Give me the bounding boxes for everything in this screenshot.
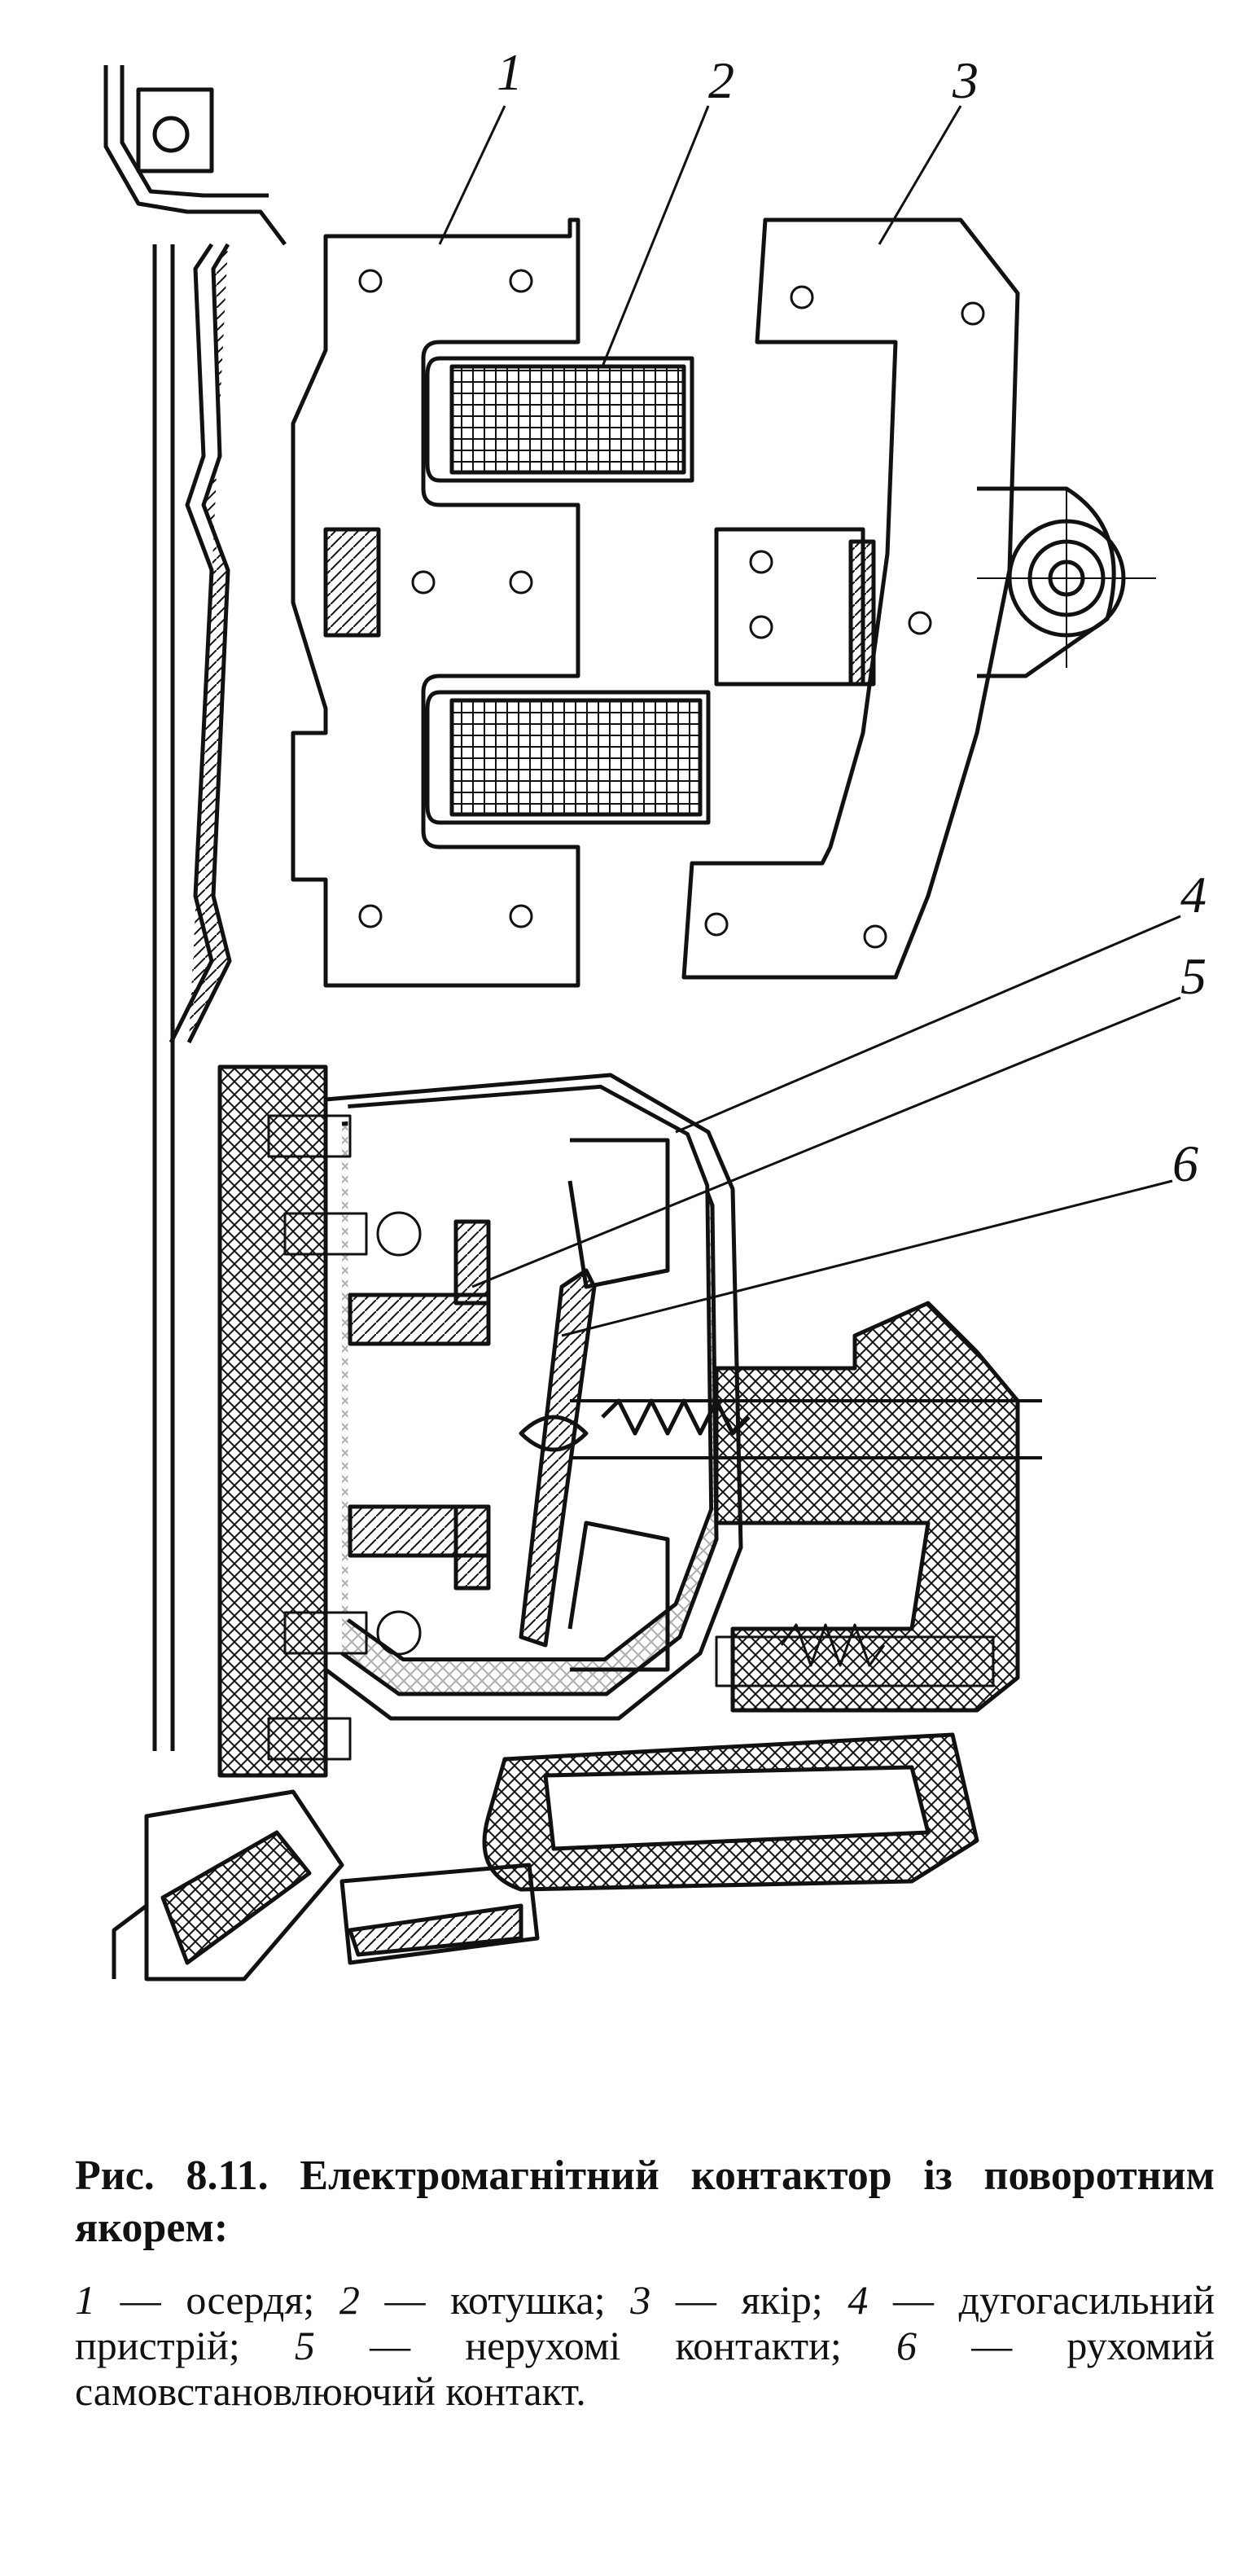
legend-item: 3 — якір; (630, 2277, 823, 2323)
lower-bracket (112, 1789, 540, 1981)
leader-lines (438, 105, 1181, 1337)
fixed-contacts (348, 1138, 670, 1672)
insulating-base (217, 1064, 1020, 1892)
legend-text: осердя; (186, 2277, 315, 2323)
legend-number: 4 (847, 2277, 869, 2323)
caption-title: Рис. 8.11. Електромагнітний контактор із… (75, 2153, 1215, 2251)
mounting-plate (103, 65, 287, 1751)
legend-number: 3 (630, 2277, 651, 2323)
armature (681, 217, 1156, 980)
legend-text: котушка; (450, 2277, 606, 2323)
figure-caption: Рис. 8.11. Електромагнітний контактор із… (75, 2150, 1215, 2414)
callout-2: 2 (708, 51, 734, 109)
legend-number: 5 (294, 2323, 315, 2368)
callout-1: 1 (497, 43, 523, 101)
legend-number: 1 (75, 2277, 95, 2323)
legend-text: рухомий самовстановлюючий контакт. (75, 2323, 1215, 2414)
contactor-drawing: 1 2 3 4 5 6 (103, 43, 1207, 1981)
caption-legend: 1 — осердя; 2 — котушка; 3 — якір; 4 — д… (75, 2277, 1215, 2414)
callout-labels: 1 2 3 4 5 6 (497, 43, 1207, 1192)
coil (425, 356, 711, 825)
legend-item: 4 — дугогасильний пристрій; (75, 2277, 1215, 2368)
legend-item: 2 — котушка; (339, 2277, 606, 2323)
legend-text: дугогасильний пристрій; (75, 2277, 1215, 2368)
callout-6: 6 (1172, 1134, 1198, 1192)
legend-number: 2 (339, 2277, 360, 2323)
legend-text: якір; (741, 2277, 823, 2323)
legend-item: 6 — рухомий самовстановлюючий контакт. (75, 2323, 1215, 2414)
legend-text: нерухомі контакти; (465, 2323, 842, 2368)
callout-4: 4 (1180, 866, 1207, 924)
legend-item: 1 — осердя; (75, 2277, 315, 2323)
callout-5: 5 (1180, 947, 1207, 1005)
callout-3: 3 (952, 51, 979, 109)
core (291, 217, 580, 988)
legend-number: 6 (896, 2323, 917, 2368)
legend-item: 5 — нерухомі контакти; (294, 2323, 842, 2368)
